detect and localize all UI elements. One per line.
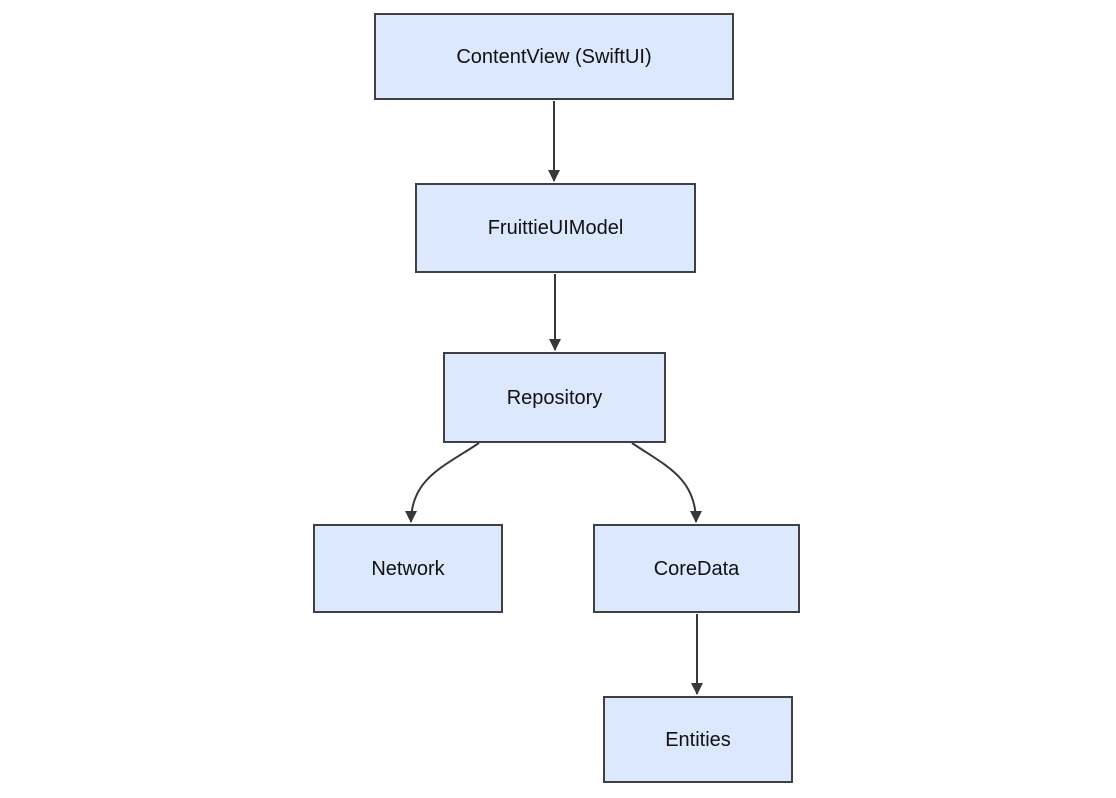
edge-repository-to-network [405, 442, 480, 523]
node-contentview-label: ContentView (SwiftUI) [456, 45, 652, 68]
node-coredata-label: CoreData [653, 557, 740, 580]
node-repository: Repository [443, 352, 666, 443]
node-fruittieuimodel: FruittieUIModel [415, 183, 696, 273]
node-network-label: Network [371, 557, 445, 580]
node-entities: Entities [603, 696, 793, 783]
node-fruittieuimodel-label: FruittieUIModel [487, 217, 624, 239]
edge-repository-to-coredata [631, 442, 702, 523]
node-network: Network [313, 524, 503, 613]
node-coredata: CoreData [593, 524, 800, 613]
node-repository-label: Repository [506, 386, 603, 409]
node-entities-label: Entities [665, 728, 731, 751]
node-contentview-swiftui: ContentView (SwiftUI) [374, 13, 734, 100]
